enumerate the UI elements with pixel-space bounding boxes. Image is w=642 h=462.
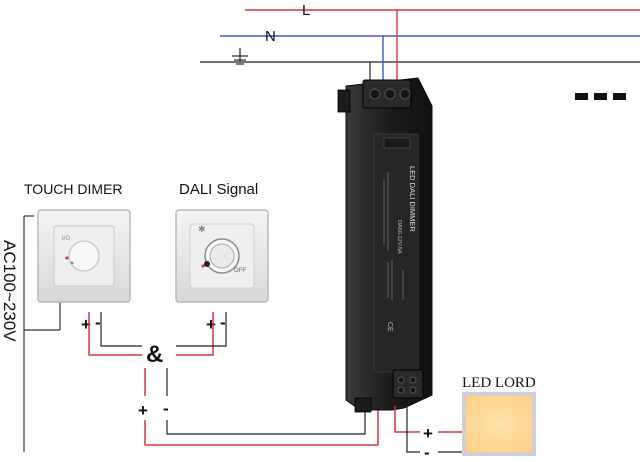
led-minus-wire xyxy=(406,406,420,453)
driver-input-minus: - xyxy=(163,399,169,418)
touch-dimmer-label: TOUCH DIMER xyxy=(24,181,123,197)
dali-plus-wire xyxy=(176,312,214,356)
touch-dimmer-plus: + xyxy=(81,315,91,334)
driver-signal-minus-wire xyxy=(166,402,366,435)
led-label: LED LORD xyxy=(462,375,536,391)
dali-signal-plus: + xyxy=(206,315,216,334)
neutral-label: N xyxy=(265,28,276,45)
touch-minus-wire xyxy=(100,312,142,347)
dali-signal-label: DALI Signal xyxy=(179,181,258,198)
touch-dimmer-minus: - xyxy=(95,313,101,332)
led-plus: + xyxy=(423,424,433,443)
led-minus: - xyxy=(424,443,430,462)
dali-minus-wire xyxy=(176,312,227,347)
live-label: L xyxy=(302,2,310,19)
touch-plus-wire xyxy=(88,312,142,356)
dali-signal-minus: - xyxy=(220,313,226,332)
driver-input-plus: + xyxy=(138,401,148,420)
svg-text:OFF: OFF xyxy=(234,268,246,274)
ground-icon xyxy=(232,48,248,65)
led-panel xyxy=(462,392,536,456)
combine-symbol: & xyxy=(146,341,163,368)
touch-dimmer-device: I/O xyxy=(37,209,131,303)
driver-title: LED DALI DIMMER xyxy=(408,166,417,232)
svg-text:✱: ✱ xyxy=(198,224,206,234)
driver-signal-plus-wire xyxy=(144,402,379,446)
led-plus-wire xyxy=(394,406,420,433)
more-dots-icon xyxy=(575,93,626,100)
dali-dimmer-device: ✱ OFF xyxy=(175,209,269,303)
ac-voltage-label: AC100~230V xyxy=(0,240,19,342)
driver-model: DA60-12V-5A xyxy=(396,220,402,254)
led-dali-driver: LED DALI DIMMER DA60-12V-5A CE xyxy=(337,77,433,413)
svg-text:I/O: I/O xyxy=(62,236,70,242)
svg-text:CE: CE xyxy=(386,322,393,332)
